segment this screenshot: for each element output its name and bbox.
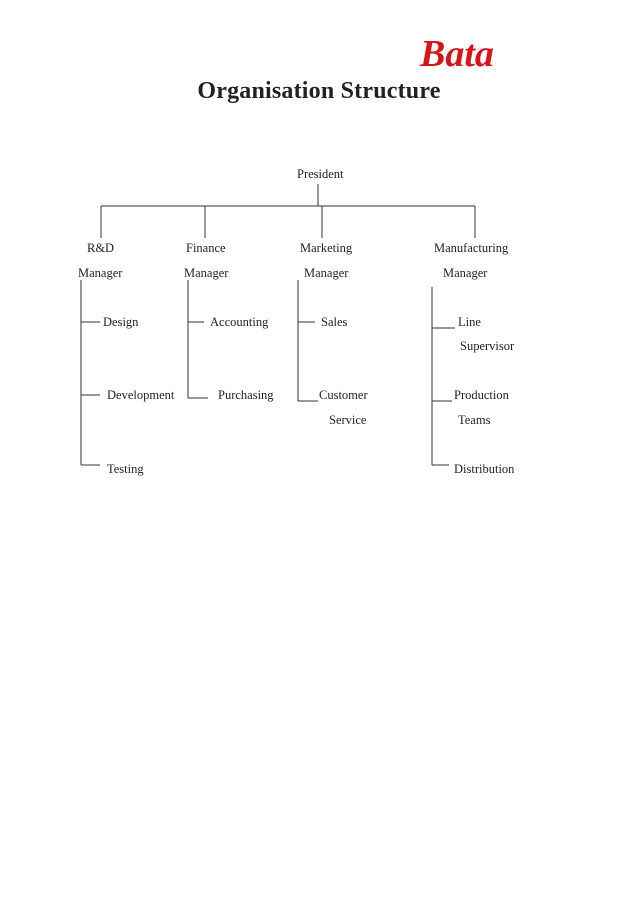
rd-item-development: Development (107, 388, 175, 402)
manufacturing-item-teams: Teams (458, 413, 491, 427)
finance-item-accounting: Accounting (210, 315, 269, 329)
finance-title-role: Manager (184, 266, 229, 280)
president-node: President (297, 167, 344, 181)
manufacturing-item-distribution: Distribution (454, 462, 515, 476)
manufacturing-title-role: Manager (443, 266, 488, 280)
manufacturing-item-production: Production (454, 388, 509, 402)
page-title: Organisation Structure (197, 78, 441, 104)
marketing-title-role: Manager (304, 266, 349, 280)
bata-logo-text: Bata (419, 34, 494, 74)
bata-logo: Bata (419, 34, 494, 74)
marketing-title: Marketing (300, 241, 353, 255)
manufacturing-title: Manufacturing (434, 241, 509, 255)
marketing-item-service: Service (329, 413, 367, 427)
manufacturing-item-line: Line (458, 315, 481, 329)
rd-item-testing: Testing (107, 462, 144, 476)
finance-item-purchasing: Purchasing (218, 388, 274, 402)
marketing-item-customer: Customer (319, 388, 368, 402)
manufacturing-item-supervisor: Supervisor (460, 339, 515, 353)
rd-title: R&D (87, 241, 115, 255)
marketing-item-sales: Sales (321, 315, 348, 329)
rd-title-role: Manager (78, 266, 123, 280)
rd-item-design: Design (103, 315, 139, 329)
finance-title: Finance (186, 241, 226, 255)
